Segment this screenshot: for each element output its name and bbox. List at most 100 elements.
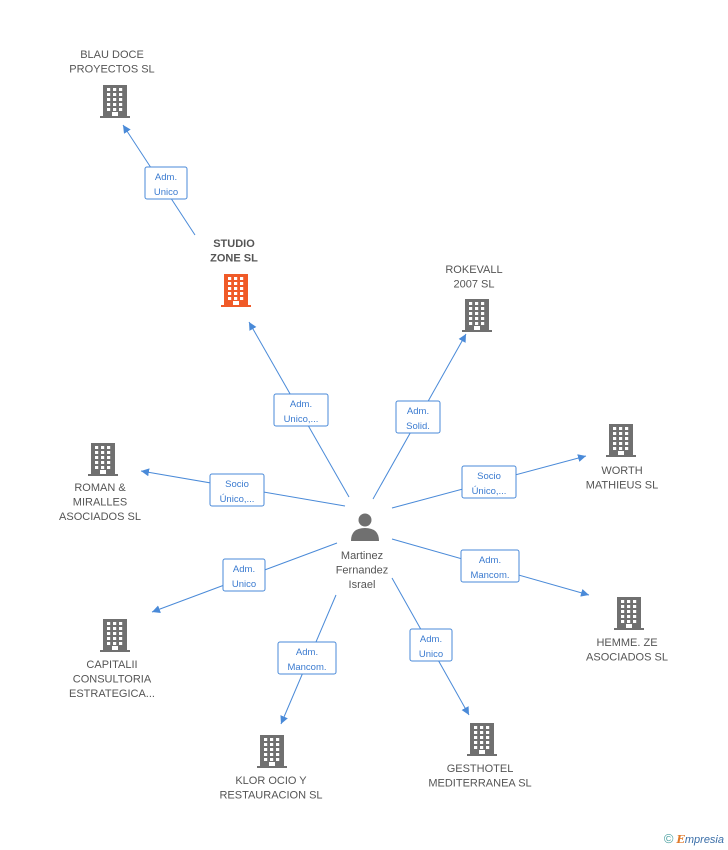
- building-icon[interactable]: [606, 424, 636, 457]
- node-capitalii[interactable]: CAPITALII CONSULTORIA ESTRATEGICA...: [69, 619, 155, 700]
- node-label-gesthotel-line: MEDITERRANEA SL: [428, 778, 531, 790]
- node-label-capitalii-line: CAPITALII: [86, 659, 137, 671]
- copyright-symbol: ©: [663, 831, 674, 846]
- node-studio-zone[interactable]: STUDIO ZONE SL: [210, 238, 258, 307]
- edge-label-box[interactable]: [395, 400, 441, 434]
- person-name-line: Israel: [349, 579, 376, 591]
- edge-label-line: Unico: [154, 187, 178, 198]
- edge-label-line: Adm.: [290, 399, 312, 410]
- edge-label-line: Único,...: [220, 494, 255, 505]
- node-klor[interactable]: KLOR OCIO Y RESTAURACION SL: [219, 735, 323, 802]
- edge-label: Adm. Solid.: [406, 406, 430, 432]
- node-label-studio-line: ZONE SL: [210, 253, 258, 265]
- node-blau[interactable]: BLAU DOCE PROYECTOS SL: [69, 49, 155, 118]
- person-icon[interactable]: [351, 513, 379, 542]
- person-name-line: Fernandez: [336, 565, 389, 577]
- node-label-blau-line: BLAU DOCE: [80, 49, 144, 61]
- edge-label: Adm. Mancom.: [470, 555, 509, 581]
- edge-label-line: Solid.: [406, 421, 430, 432]
- edge-label-box[interactable]: [460, 549, 520, 583]
- node-label-rokevall-line: ROKEVALL: [445, 264, 502, 276]
- edge-label-line: Adm.: [155, 172, 177, 183]
- building-icon[interactable]: [100, 85, 130, 118]
- building-icon[interactable]: [221, 274, 251, 307]
- edge-studio[interactable]: Adm. Unico,...: [248, 321, 350, 498]
- node-label-roman-line: ASOCIADOS SL: [59, 511, 141, 523]
- edge-label-box[interactable]: [277, 641, 337, 675]
- brand-initial: E: [676, 833, 685, 846]
- node-label-klor: KLOR OCIO Y RESTAURACION SL: [219, 775, 322, 802]
- node-label-capitalii-line: ESTRATEGICA...: [69, 688, 155, 700]
- edge-label-line: Mancom.: [470, 570, 509, 581]
- edge-label-line: Adm.: [407, 406, 429, 417]
- edge-label-box[interactable]: [409, 628, 453, 662]
- footer-brand[interactable]: ©Empresia: [664, 831, 724, 846]
- edge-label-line: Adm.: [479, 555, 501, 566]
- node-label-hemme-line: ASOCIADOS SL: [586, 652, 668, 664]
- edge-label-line: Unico: [419, 649, 443, 660]
- person-name-line: Martinez: [341, 550, 383, 562]
- node-label-klor-line: RESTAURACION SL: [219, 790, 322, 802]
- edge-rokevall[interactable]: Adm. Solid.: [372, 333, 467, 500]
- edge-klor[interactable]: Adm.Mancom.: [277, 594, 337, 725]
- edge-label-line: Adm.: [296, 647, 318, 658]
- edge-capitalii[interactable]: Adm. Unico: [151, 542, 338, 613]
- node-label-roman-line: MIRALLES: [73, 497, 127, 509]
- node-worth[interactable]: WORTH MATHIEUS SL: [586, 424, 659, 492]
- building-icon[interactable]: [100, 619, 130, 652]
- node-label-gesthotel-line: GESTHOTEL: [447, 763, 514, 775]
- edge-label: Adm. Unico: [154, 172, 178, 198]
- edge-hemme[interactable]: Adm. Mancom.: [391, 538, 590, 597]
- node-label-rokevall-line: 2007 SL: [454, 279, 495, 291]
- edge-label-box[interactable]: [222, 558, 266, 592]
- nodes-layer: STUDIO ZONE SL BLAU DOCE PROYECTOS SL ROKEVA…: [59, 49, 668, 802]
- edge-label-box[interactable]: [144, 166, 188, 200]
- building-icon[interactable]: [462, 299, 492, 332]
- node-label-capitalii-line: CONSULTORIA: [73, 674, 152, 686]
- node-label-blau-line: PROYECTOS SL: [69, 64, 154, 76]
- edge-label-line: Único,...: [472, 486, 507, 497]
- node-label-klor-line: KLOR OCIO Y: [235, 775, 307, 787]
- node-gesthotel[interactable]: GESTHOTEL MEDITERRANEA SL: [428, 723, 532, 790]
- edge-label-box[interactable]: [209, 473, 265, 507]
- node-label-studio: STUDIO ZONE SL: [210, 238, 258, 265]
- node-label-hemme-line: HEMME. ZE: [596, 637, 657, 649]
- node-label-studio-line: STUDIO: [213, 238, 255, 250]
- node-label-hemme: HEMME. ZE ASOCIADOS SL: [586, 637, 668, 664]
- edge-label-line: Adm.: [233, 564, 255, 575]
- edge-label: Adm. Unico: [232, 564, 256, 590]
- node-label-worth-line: WORTH: [601, 465, 642, 477]
- building-icon[interactable]: [614, 597, 644, 630]
- node-label-capitalii: CAPITALII CONSULTORIA ESTRATEGICA...: [69, 659, 155, 700]
- node-rokevall[interactable]: ROKEVALL 2007 SL: [445, 264, 503, 332]
- building-icon[interactable]: [257, 735, 287, 768]
- building-icon[interactable]: [88, 443, 118, 476]
- edge-label-box[interactable]: [273, 393, 329, 427]
- edge-label-line: Socio: [225, 479, 249, 490]
- edge-label: Adm.Unico: [419, 634, 443, 660]
- edge-label-line: Socio: [477, 471, 501, 482]
- edge-gesthotel[interactable]: Adm.Unico: [391, 577, 470, 716]
- edge-label: Adm.Mancom.: [287, 647, 326, 673]
- edge-blau[interactable]: Adm. Unico: [122, 124, 196, 236]
- node-hemme[interactable]: HEMME. ZE ASOCIADOS SL: [586, 597, 668, 664]
- node-label-gesthotel: GESTHOTEL MEDITERRANEA SL: [428, 763, 531, 790]
- node-label-worth: WORTH MATHIEUS SL: [586, 465, 659, 492]
- edge-label-line: Unico: [232, 579, 256, 590]
- brand-name: mpresia: [684, 834, 724, 846]
- edge-label: Adm. Unico,...: [284, 399, 319, 425]
- edge-label-line: Unico,...: [284, 414, 319, 425]
- node-label-worth-line: MATHIEUS SL: [586, 480, 659, 492]
- edge-label-box[interactable]: [461, 465, 517, 499]
- building-icon[interactable]: [467, 723, 497, 756]
